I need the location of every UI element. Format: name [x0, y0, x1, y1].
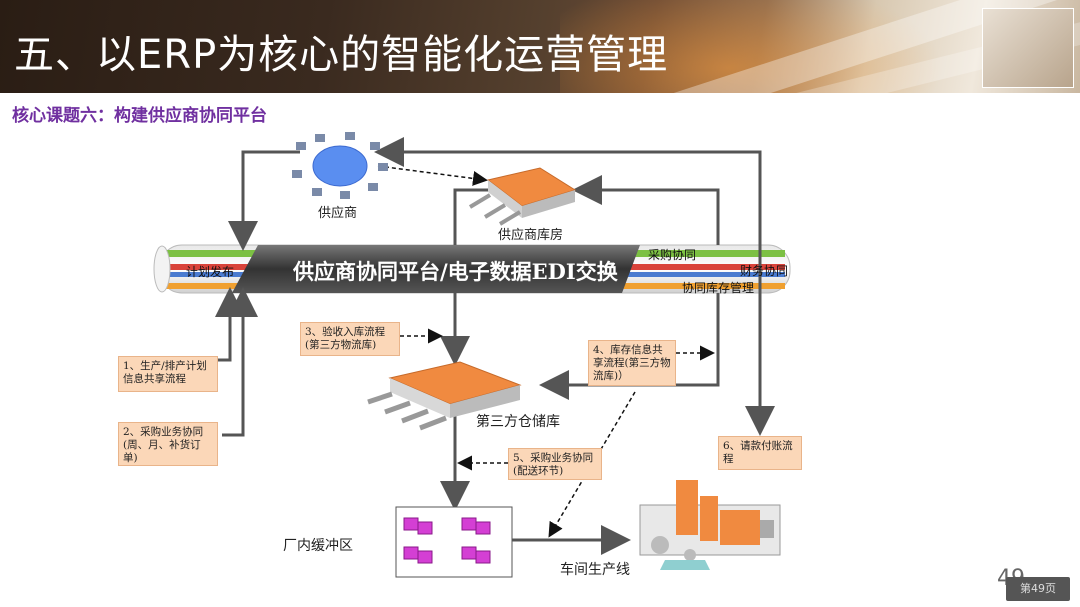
supplier-network-icon — [292, 132, 388, 199]
header-glow — [560, 0, 980, 93]
slide-subtitle: 核心课题六：构建供应商协同平台 — [12, 106, 267, 126]
process-box-6: 6、请款付账流程 — [718, 436, 802, 470]
pipe-center-label: 供应商协同平台/电子数据EDI交换 — [293, 259, 618, 284]
dashed-lines — [377, 165, 715, 538]
process-box-5: 5、采购业务协同(配送环节) — [508, 448, 602, 480]
pipe-label-procurement: 采购协同 — [648, 248, 697, 262]
header-banner — [0, 0, 1080, 93]
buffer-area — [395, 506, 513, 578]
supplier-warehouse-icon — [468, 167, 577, 226]
header-thumbnail-image — [982, 8, 1074, 88]
edi-pipe — [153, 244, 791, 294]
page-button[interactable]: 第49页 — [1006, 577, 1070, 601]
supplier-label: 供应商 — [318, 206, 358, 221]
process-box-2: 2、采购业务协同(周、月、补货订单) — [118, 422, 218, 466]
buffer-label: 厂内缓冲区 — [283, 538, 353, 554]
slide-title: 五、以ERP为核心的智能化运营管理 — [14, 32, 669, 78]
pipe-label-plan-release: 计划发布 — [186, 265, 235, 279]
supplier-warehouse-label: 供应商库房 — [498, 228, 564, 243]
pipe-label-finance: 财务协同 — [740, 264, 789, 278]
production-line-icon — [639, 480, 781, 570]
process-box-3: 3、验收入库流程(第三方物流库) — [300, 322, 400, 356]
process-box-4: 4、库存信息共享流程(第三方物流库)） — [588, 340, 676, 386]
flow-lines — [215, 137, 775, 555]
process-box-1: 1、生产/排产计划信息共享流程 — [118, 356, 218, 392]
third-party-warehouse-icon — [367, 361, 522, 431]
production-line-label: 车间生产线 — [560, 562, 630, 578]
pipe-label-inventory: 协同库存管理 — [682, 281, 755, 295]
third-party-warehouse-label: 第三方仓储库 — [476, 414, 560, 430]
